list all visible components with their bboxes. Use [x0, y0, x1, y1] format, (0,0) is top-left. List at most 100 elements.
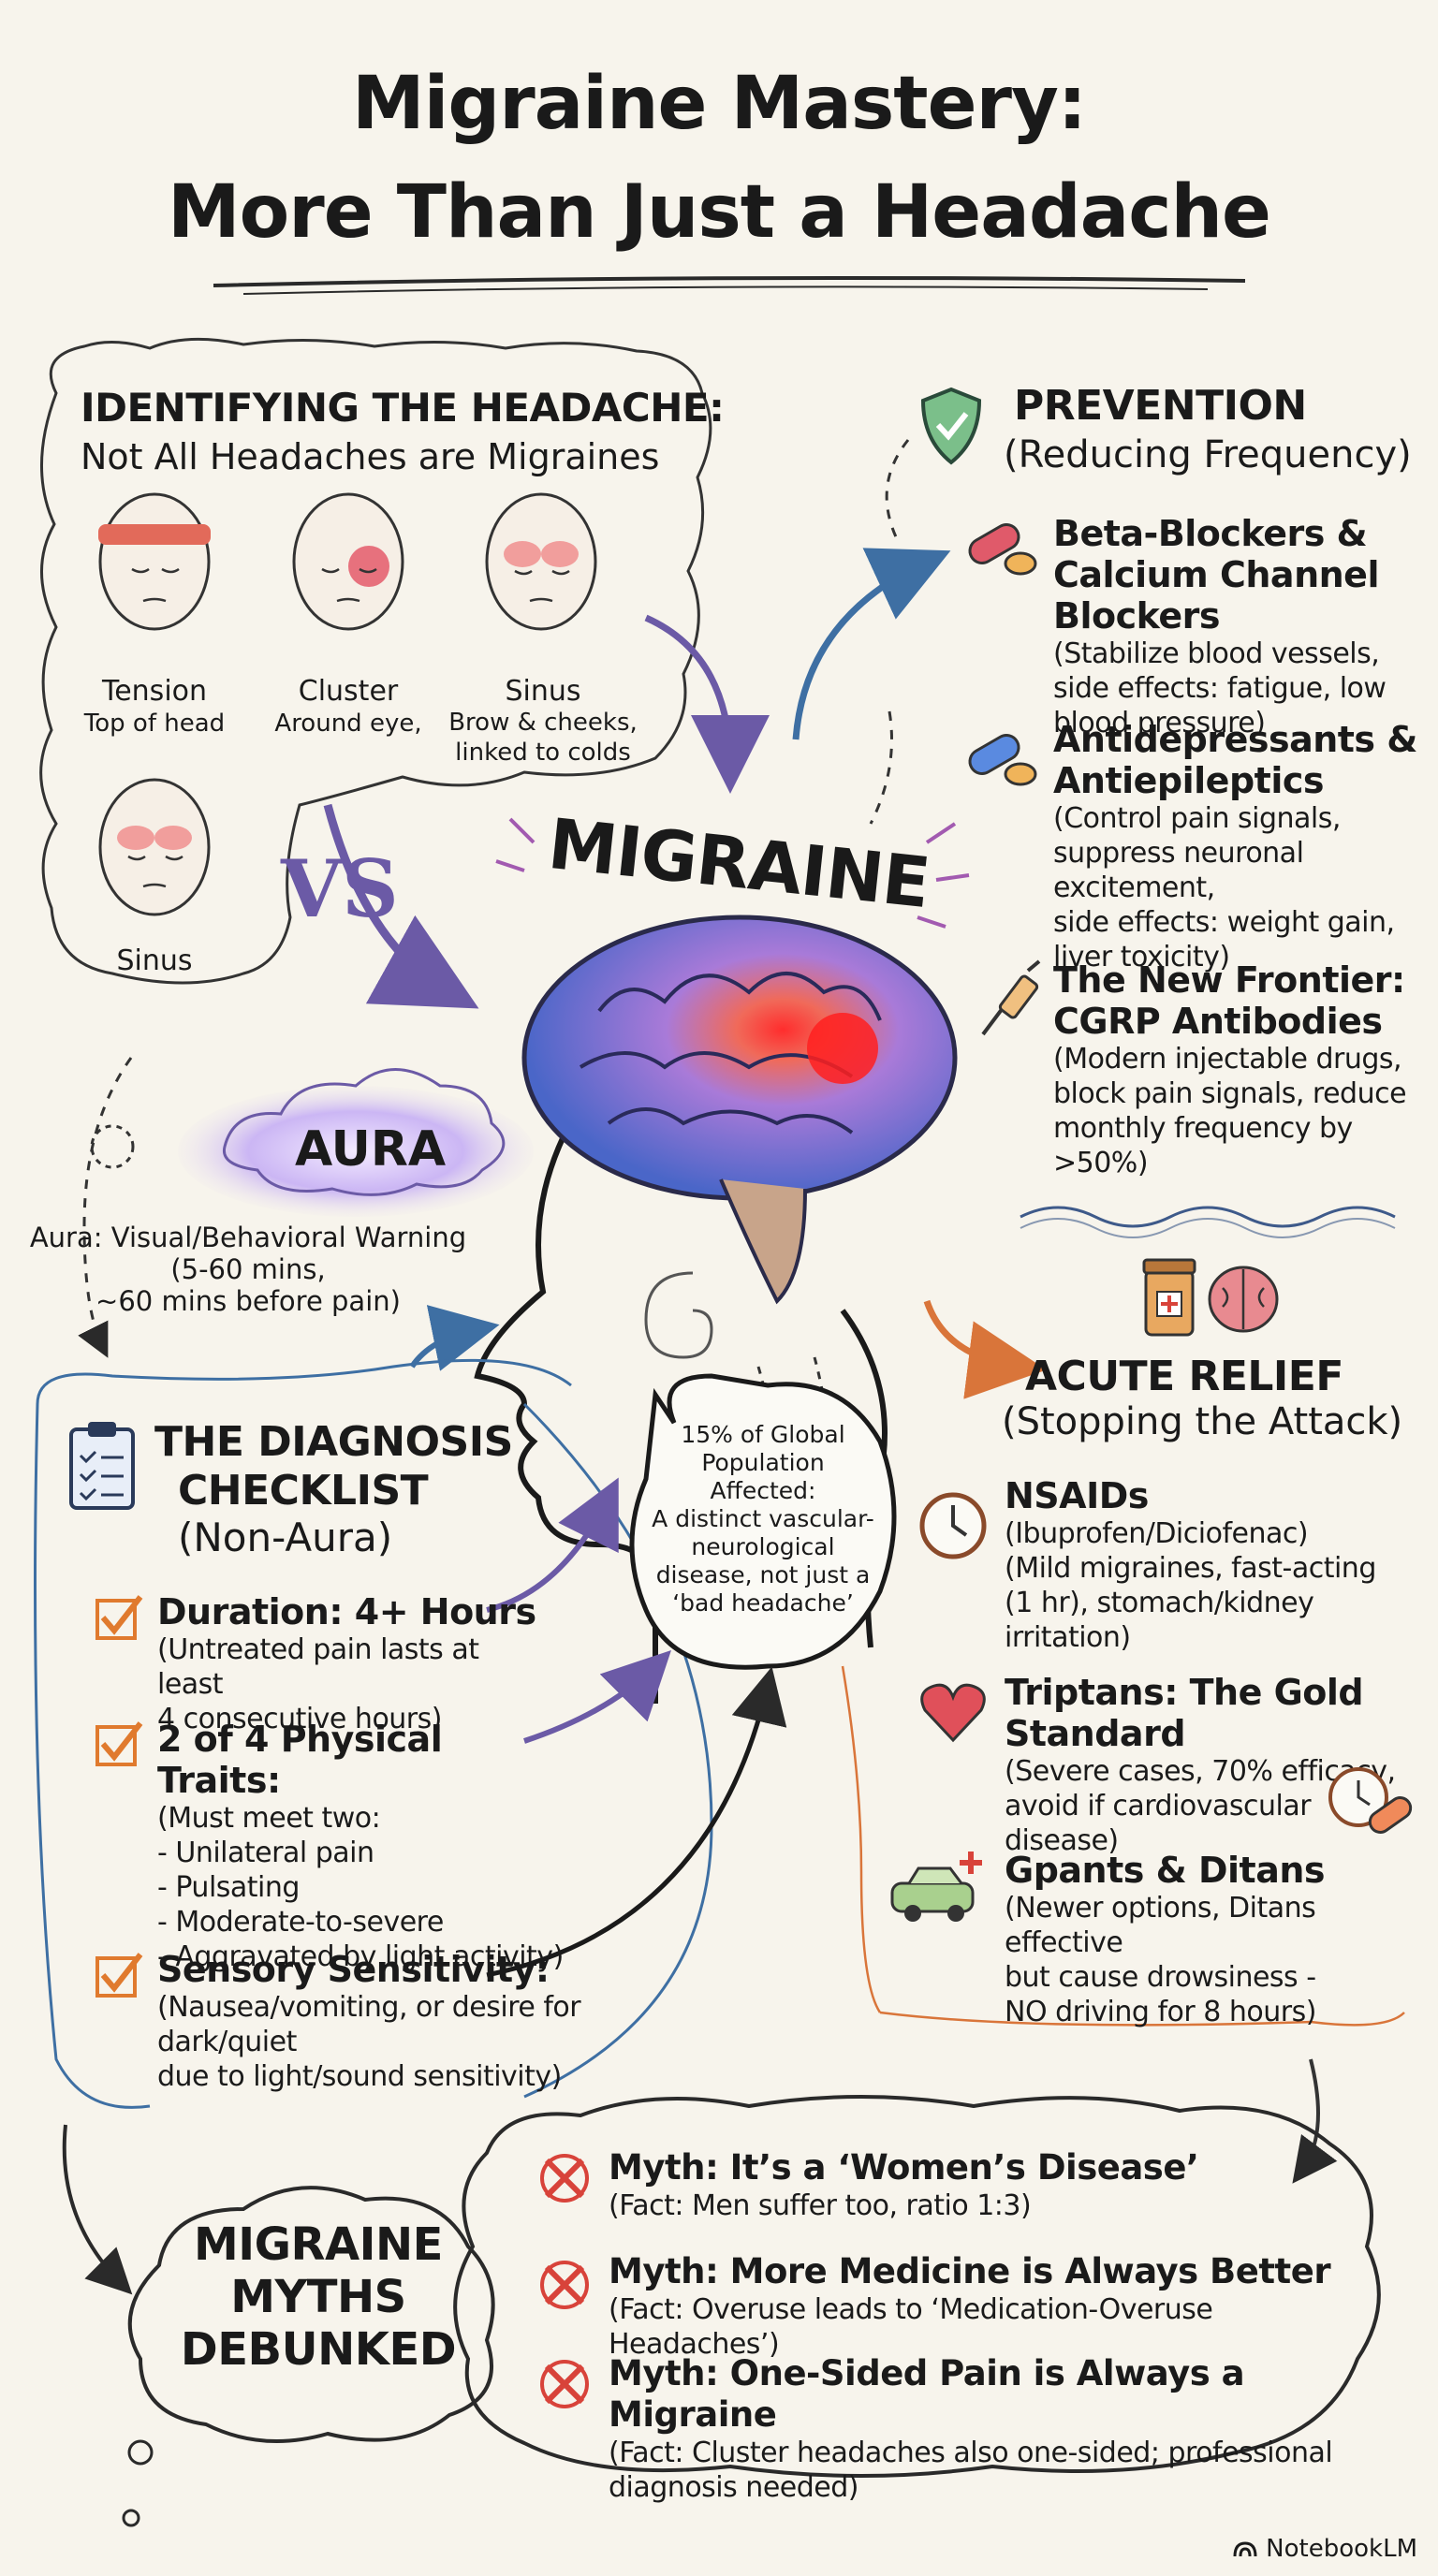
face-sinus	[485, 492, 597, 631]
bubble-line: Population	[701, 1449, 825, 1476]
checkbox-checked-icon	[95, 1595, 143, 1640]
item-title: Sensory Sensitivity:	[157, 1949, 550, 1990]
item-body: (Control pain signals,	[1053, 802, 1341, 835]
clock-icon	[919, 1492, 987, 1559]
face-name: Sinus	[505, 675, 581, 708]
face-desc: Brow & cheeks, linked to colds	[448, 709, 638, 767]
item-title: Beta-Blockers &	[1053, 513, 1368, 554]
item-body: - Unilateral pain	[157, 1837, 374, 1869]
acute-item-2: Triptans: The Gold Standard (Severe case…	[1005, 1672, 1435, 1858]
footer-brand: NotebookLM	[1232, 2535, 1417, 2563]
identify-heading: IDENTIFYING THE HEADACHE:	[81, 385, 725, 431]
aura-note-line: ~60 mins before pain)	[95, 1285, 401, 1317]
myth-item-1: Myth: It’s a ‘Women’s Disease’ (Fact: Me…	[609, 2147, 1376, 2223]
item-body: (Fact: Men suffer too, ratio 1:3)	[609, 2189, 1032, 2222]
prevention-item-3: The New Frontier: CGRP Antibodies (Moder…	[1053, 959, 1428, 1180]
face-name: Tension	[101, 675, 208, 708]
acute-heading: ACUTE RELIEF	[1025, 1353, 1343, 1400]
diagnosis-heading: THE DIAGNOSIS CHECKLIST (Non-Aura)	[154, 1418, 513, 1560]
item-body: (Severe cases, 70% efficacy,	[1005, 1755, 1396, 1788]
myths-heading-line: MYTHS	[230, 2271, 406, 2323]
myth-item-3: Myth: One-Sided Pain is Always a Migrain…	[609, 2353, 1386, 2505]
identify-cloud	[39, 337, 712, 985]
item-body: (Ibuprofen/Diciofenac)	[1005, 1517, 1309, 1550]
diagnosis-heading-line: CHECKLIST	[178, 1467, 429, 1515]
acute-subheading: (Stopping the Attack)	[1002, 1400, 1403, 1443]
face-label-cluster: Cluster Around eye,	[255, 676, 442, 739]
item-body: (Mild migraines, fast-acting	[1005, 1552, 1376, 1585]
item-body: (Stabilize blood vessels,	[1053, 637, 1380, 670]
aura-note: Aura: Visual/Behavioral Warning (5-60 mi…	[28, 1222, 468, 1317]
syringe-icon	[981, 959, 1041, 1036]
item-body: suppress neuronal excitement,	[1053, 837, 1304, 904]
item-body: NO driving for 8 hours)	[1005, 1996, 1316, 2028]
item-title: Calcium Channel Blockers	[1053, 554, 1379, 637]
item-title: Triptans: The Gold Standard	[1005, 1672, 1364, 1754]
aura-label: AURA	[295, 1121, 447, 1178]
aura-cloud	[178, 1086, 534, 1217]
clipboard-icon	[69, 1422, 135, 1510]
item-title: Duration: 4+ Hours	[157, 1591, 536, 1632]
pill-icon	[968, 523, 1037, 576]
diagnosis-heading-line: (Non-Aura)	[178, 1515, 393, 1560]
item-body: (Untreated pain lasts at least	[157, 1633, 479, 1701]
page-title-line2: More Than Just a Headache	[168, 170, 1271, 255]
item-title: 2 of 4 Physical Traits:	[157, 1719, 443, 1801]
stat-bubble-text: 15% of Global Population Affected: A dis…	[646, 1421, 880, 1617]
item-title: Antidepressants &	[1053, 719, 1417, 760]
face-name: Cluster	[298, 675, 399, 708]
item-body: (Modern injectable drugs,	[1053, 1043, 1402, 1076]
arrow-vs-to-brain	[323, 803, 479, 1009]
item-title: NSAIDs	[1005, 1475, 1149, 1516]
checkbox-checked-icon	[95, 1953, 143, 1998]
myths-heading-cloud	[127, 2186, 495, 2443]
item-body: (Newer options, Ditans effective	[1005, 1892, 1316, 1959]
item-body: monthly frequency by >50%)	[1053, 1112, 1353, 1179]
prevention-subheading: (Reducing Frequency)	[1004, 433, 1412, 476]
face-desc: Around eye,	[274, 710, 422, 738]
myths-heading-line: DEBUNKED	[180, 2323, 457, 2376]
capsule-icon	[968, 734, 1037, 786]
face-label-sinus-2: Sinus	[61, 945, 248, 977]
item-body: block pain signals, reduce	[1053, 1077, 1407, 1110]
item-title: The New Frontier:	[1053, 959, 1405, 1001]
item-body: but cause drowsiness -	[1005, 1961, 1316, 1994]
arrow-sinus-to-migraine	[644, 614, 770, 794]
stat-bubble	[629, 1373, 897, 1670]
bubble-line: A distinct vascular-	[652, 1505, 874, 1532]
item-body: - Pulsating	[157, 1871, 300, 1904]
item-body: 4 consecutive hours)	[157, 1703, 442, 1735]
arrow-to-prevention	[792, 548, 951, 740]
prevention-item-2: Antidepressants & Antiepileptics (Contro…	[1053, 719, 1437, 974]
bubble-line: neurological	[691, 1533, 835, 1560]
item-body: - Aggravated by light activity)	[157, 1940, 564, 1973]
item-body: - Moderate-to-severe	[157, 1906, 444, 1939]
face-tension	[98, 492, 211, 631]
acute-item-3: Gpants & Ditans (Newer options, Ditans e…	[1005, 1850, 1435, 2029]
brand-label: NotebookLM	[1266, 2535, 1417, 2563]
diagnosis-item-2: 2 of 4 Physical Traits: (Must meet two: …	[157, 1719, 569, 1974]
bubble-line: 15% of Global	[681, 1421, 845, 1448]
item-body: avoid if cardiovascular	[1005, 1790, 1312, 1822]
item-body: liver toxicity)	[1053, 941, 1230, 973]
heart-icon	[920, 1683, 986, 1743]
item-body: side effects: fatigue, low	[1053, 672, 1387, 705]
face-desc: Top of head	[83, 710, 226, 738]
item-body: blood pressure)	[1053, 707, 1266, 739]
clock-pill-icon	[1328, 1767, 1413, 1834]
bubble-line: disease, not just a	[655, 1561, 871, 1588]
prevention-item-1: Beta-Blockers & Calcium Channel Blockers…	[1053, 513, 1428, 740]
item-body: disease)	[1005, 1824, 1119, 1857]
medicine-bottle-icon	[1142, 1258, 1279, 1337]
identify-subheading: Not All Headaches are Migraines	[81, 436, 660, 477]
prevention-heading: PREVENTION	[1014, 382, 1307, 430]
item-body: (1 hr), stomach/kidney irritation)	[1005, 1587, 1314, 1654]
item-title: Gpants & Ditans	[1005, 1850, 1326, 1891]
item-body: (Fact: Overuse leads to ‘Medication-Over…	[609, 2293, 1213, 2361]
face-label-tension: Tension Top of head	[61, 676, 248, 739]
aura-note-line: (5-60 mins,	[170, 1253, 326, 1285]
cross-icon	[540, 2360, 589, 2408]
item-body: diagnosis needed)	[609, 2471, 858, 2504]
diagnosis-heading-line: THE DIAGNOSIS	[154, 1418, 513, 1466]
